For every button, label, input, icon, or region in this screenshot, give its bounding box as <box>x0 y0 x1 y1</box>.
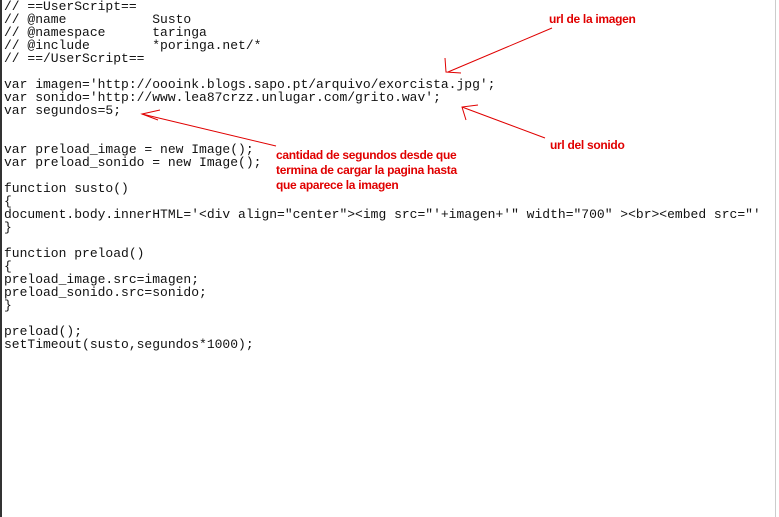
code-line: // @include *poringa.net/* <box>4 38 262 53</box>
code-line: // @name Susto <box>4 12 192 27</box>
code-line: // ==/UserScript== <box>4 51 145 66</box>
code-line: preload(); <box>4 324 83 339</box>
code-line: setTimeout(susto,segundos*1000); <box>4 337 254 352</box>
code-text[interactable]: // ==UserScript==// @name Susto// @names… <box>4 0 761 351</box>
code-line: function susto() <box>4 181 129 196</box>
code-line: function preload() <box>4 246 145 261</box>
code-line: preload_sonido.src=sonido; <box>4 285 207 300</box>
code-line: var imagen='http://oooink.blogs.sapo.pt/… <box>4 77 496 92</box>
code-line: } <box>4 220 12 235</box>
arrow-to-seconds <box>140 109 277 147</box>
arrow-to-sound-url <box>461 104 546 139</box>
code-line: var preload_sonido = new Image(); <box>4 155 262 170</box>
arrow-to-image-url <box>444 27 553 74</box>
code-line: preload_image.src=imagen; <box>4 272 200 287</box>
code-line: { <box>4 259 12 274</box>
code-line: var sonido='http://www.lea87crzz.unlugar… <box>4 90 441 105</box>
annotation-seconds-line: termina de cargar la pagina hasta <box>276 163 457 177</box>
annotation-seconds: cantidad de segundos desde que termina d… <box>276 148 457 193</box>
code-line: var segundos=5; <box>4 103 122 118</box>
annotation-seconds-line: cantidad de segundos desde que <box>276 148 457 162</box>
code-line: document.body.innerHTML='<div align="cen… <box>4 207 761 222</box>
code-line: var preload_image = new Image(); <box>4 142 254 157</box>
annotation-image-url: url de la imagen <box>549 12 636 26</box>
code-line: // @namespace taringa <box>4 25 207 40</box>
annotation-seconds-line: que aparece la imagen <box>276 178 399 192</box>
code-line: { <box>4 194 12 209</box>
annotation-sound-url: url del sonido <box>550 138 625 152</box>
code-line: } <box>4 298 12 313</box>
code-line: // ==UserScript== <box>4 0 137 14</box>
